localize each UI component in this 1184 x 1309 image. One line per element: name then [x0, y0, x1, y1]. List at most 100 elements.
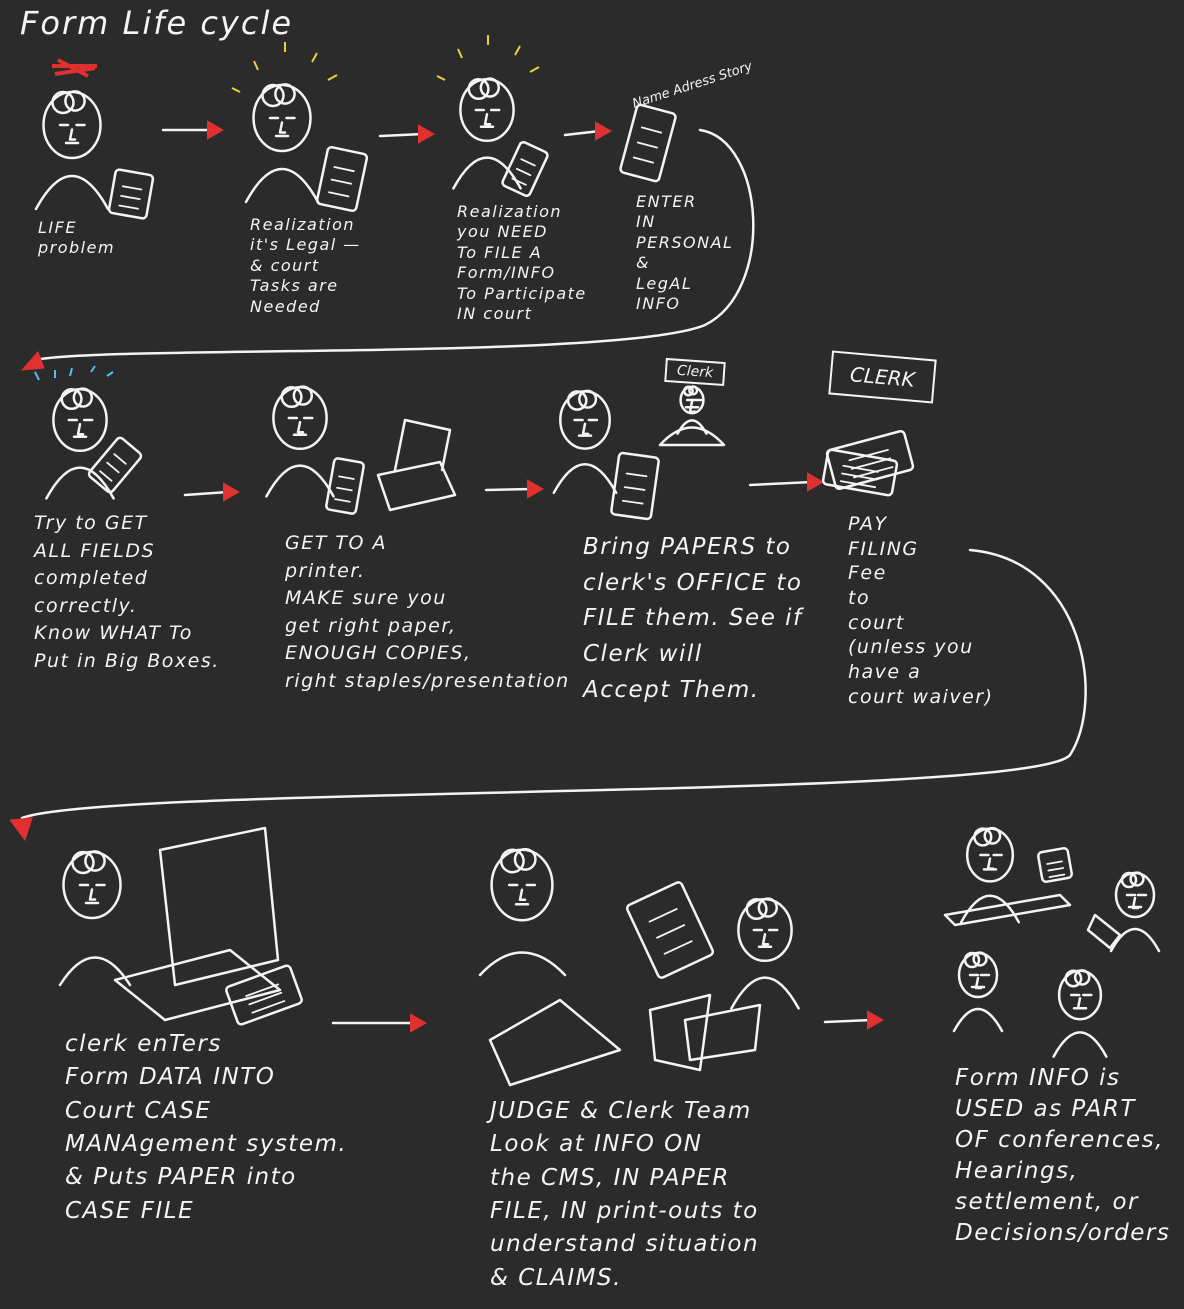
caption-line: Realization	[457, 202, 563, 221]
caption-line: (unless you	[848, 636, 974, 659]
caption-line: settlement, or	[955, 1189, 1140, 1216]
hair-scribble	[274, 83, 296, 105]
flow-arrow-line	[823, 1018, 874, 1024]
hair-scribble	[757, 897, 779, 918]
hair-scribble	[1073, 969, 1091, 986]
caption-line: Try to GET	[34, 512, 148, 534]
face	[78, 883, 106, 905]
money-bills-icon	[825, 429, 915, 491]
hair-scribble	[1129, 871, 1145, 887]
caption-line: understand situation	[490, 1231, 760, 1258]
hair-scribble	[578, 389, 598, 409]
caption-line: IN court	[457, 304, 533, 324]
hair-scribble	[64, 90, 86, 112]
caption-line: the CMS, IN PAPER	[490, 1164, 730, 1191]
hair-scribble	[983, 826, 1002, 845]
caption-line: & CLAIMS.	[490, 1264, 622, 1291]
hair-scribble	[72, 387, 94, 408]
person-body	[34, 174, 110, 211]
hair-scribble	[682, 385, 694, 397]
flow-arrow-line	[748, 480, 814, 487]
paper-icon	[325, 457, 365, 515]
paper-icon	[225, 964, 303, 1026]
caption-line: Know WHAT To	[34, 622, 193, 645]
hair-scribble	[261, 83, 285, 108]
caption-line: LIFE	[38, 218, 77, 237]
case-file-icon	[488, 998, 622, 1087]
hair-scribble	[280, 385, 303, 409]
caption-line: GET TO A	[285, 532, 387, 554]
desk-icon	[943, 893, 1072, 927]
flow-arrow-head	[410, 1013, 428, 1033]
caption-line: Tasks are	[250, 276, 339, 296]
flow-arrow-line	[563, 129, 602, 137]
caption-line: Fee	[848, 562, 887, 585]
money-bills-icon	[821, 448, 899, 497]
caption-line: Decisions/orders	[955, 1220, 1171, 1247]
flow-arrow-line	[183, 490, 230, 497]
alert-sparks-icon	[231, 42, 338, 93]
flow-arrow-line	[378, 132, 425, 138]
hair-scribble	[963, 951, 981, 969]
caption-line: PAY	[848, 513, 888, 535]
printer-icon	[376, 418, 457, 512]
clerk-sign-large: CLERK	[828, 350, 937, 404]
hair-scribble	[513, 847, 537, 871]
caption-line: Form INFO is	[955, 1065, 1121, 1091]
caption-line: To FILE A	[457, 242, 543, 262]
face	[507, 883, 537, 906]
face	[968, 973, 991, 990]
paper-icon	[1037, 847, 1073, 883]
flow-arrow-head	[527, 479, 545, 499]
face	[1069, 993, 1093, 1010]
hair-scribble	[51, 90, 75, 115]
caption-line: USED as PART	[955, 1096, 1136, 1123]
caption-line: FILE them. See if	[583, 605, 803, 632]
caption-line: &	[636, 253, 650, 273]
caption-line: get right paper,	[285, 614, 457, 637]
person-body	[952, 1007, 1004, 1033]
paper-icon	[625, 881, 715, 979]
caption-line: court waiver)	[848, 685, 994, 708]
hair-scribble	[292, 385, 314, 406]
person-body	[730, 976, 800, 1010]
caption-line: Bring PAPERS to	[583, 534, 792, 560]
clerk-sign-small: Clerk	[664, 357, 726, 387]
hair-scribble	[479, 77, 501, 98]
face	[684, 398, 704, 414]
form-on-phone-icon	[619, 103, 677, 183]
stress-marks-icon	[34, 365, 114, 381]
keyboard-icon	[113, 948, 282, 1022]
hair-scribble	[1120, 871, 1138, 889]
hair-scribble	[972, 951, 988, 967]
hair-scribble	[1064, 969, 1083, 988]
paper-icon	[501, 140, 549, 198]
caption-line: Realization	[250, 215, 356, 234]
hair-scribble	[71, 850, 95, 875]
flow-curve	[33, 128, 755, 362]
caption-line: completed	[34, 567, 149, 590]
flow-arrow-head	[807, 472, 825, 492]
hair-scribble	[60, 387, 83, 411]
caption-line: printer.	[285, 559, 366, 582]
person-body	[1109, 927, 1161, 953]
problem-paper-icon	[107, 168, 155, 220]
caption-line: MANAgement system.	[65, 1131, 348, 1158]
person-body	[1052, 1031, 1108, 1058]
caption-line: Hearings,	[955, 1158, 1079, 1185]
paper-icon	[610, 451, 660, 521]
caption-line: Put in Big Boxes.	[34, 649, 220, 672]
judge-robe	[478, 951, 567, 977]
caption-line: & Puts PAPER into	[65, 1164, 297, 1191]
caption-line: CASE FILE	[65, 1197, 195, 1224]
page-title: Form Life cycle	[20, 4, 294, 42]
caption-line: ENOUGH COPIES,	[285, 642, 472, 665]
caption-line: JUDGE & Clerk Team	[490, 1098, 752, 1124]
